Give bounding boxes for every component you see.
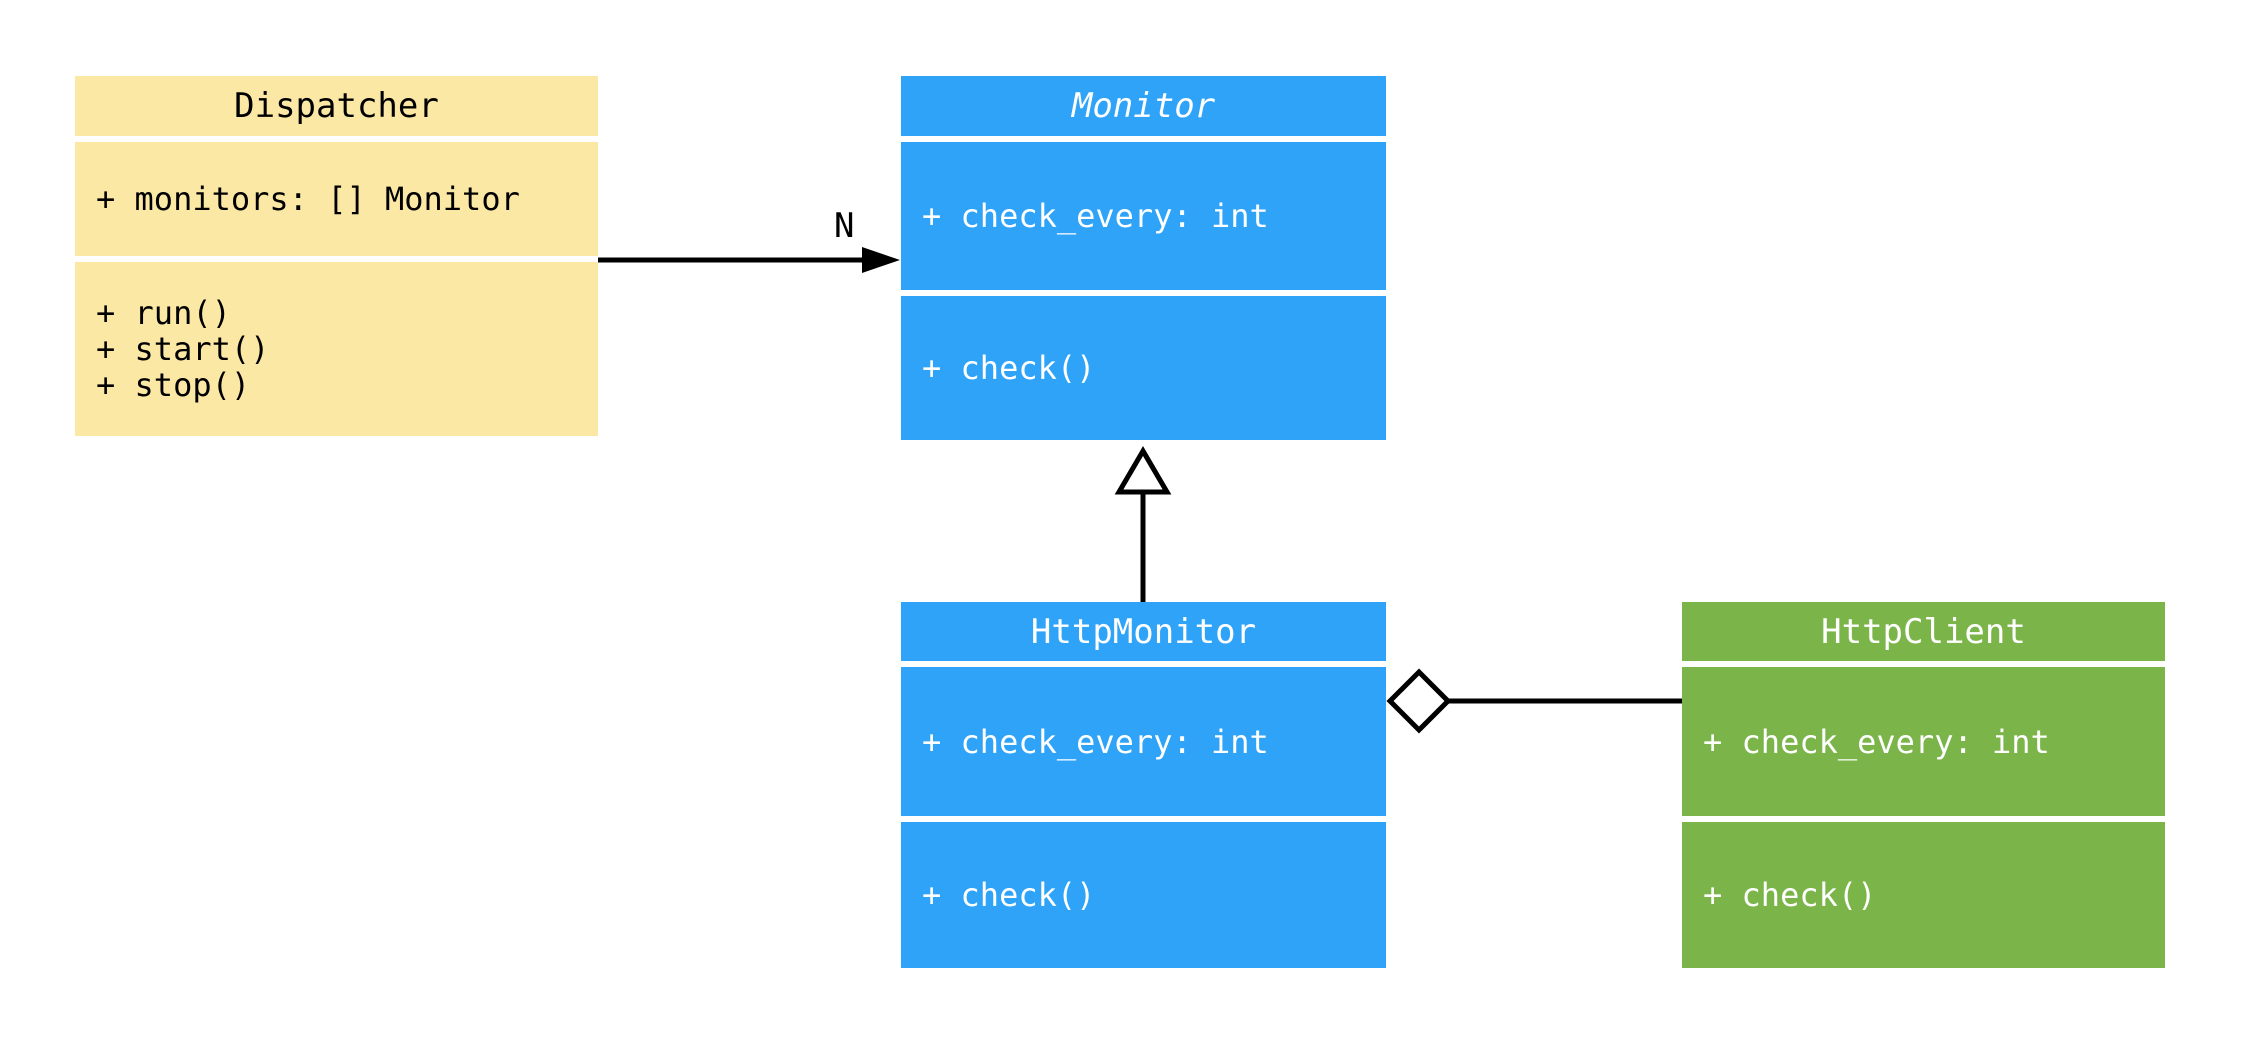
member-line: + run() bbox=[96, 294, 231, 332]
member-line: + check() bbox=[922, 349, 1096, 387]
member-line: + check_every: int bbox=[922, 722, 1269, 761]
member-line: + check() bbox=[1703, 876, 1877, 914]
class-attributes-monitor: + check_every: int bbox=[901, 142, 1386, 290]
class-box-httpmonitor: HttpMonitor + check_every: int + check() bbox=[901, 602, 1386, 968]
association-multiplicity-label: N bbox=[834, 206, 855, 246]
member-line: + monitors: [] Monitor bbox=[96, 180, 520, 218]
filled-arrowhead-icon bbox=[862, 247, 900, 273]
member-line: + stop() bbox=[96, 366, 251, 404]
class-title-httpmonitor: HttpMonitor bbox=[901, 602, 1386, 661]
member-line: + check() bbox=[922, 876, 1096, 914]
member-line: + start() bbox=[96, 330, 270, 368]
class-attributes-httpclient: + check_every: int bbox=[1682, 667, 2165, 816]
member-line: + check_every: int bbox=[922, 197, 1269, 235]
hollow-triangle-arrowhead-icon bbox=[1114, 446, 1172, 495]
class-methods-httpmonitor: + check() bbox=[901, 822, 1386, 968]
class-methods-monitor: + check() bbox=[901, 296, 1386, 440]
class-attributes-httpmonitor: + check_every: int bbox=[901, 667, 1386, 816]
aggregation-httpmonitor-httpclient bbox=[1386, 668, 1682, 734]
class-title-dispatcher: Dispatcher bbox=[75, 76, 598, 136]
class-box-monitor: Monitor + check_every: int + check() bbox=[901, 76, 1386, 440]
class-box-dispatcher: Dispatcher + monitors: [] Monitor + run(… bbox=[75, 76, 598, 436]
hollow-diamond-icon bbox=[1386, 668, 1452, 734]
association-dispatcher-monitor bbox=[598, 247, 900, 273]
class-methods-dispatcher: + run()+ start()+ stop() bbox=[75, 262, 598, 436]
class-methods-httpclient: + check() bbox=[1682, 822, 2165, 968]
generalization-httpmonitor-monitor bbox=[1114, 446, 1172, 602]
class-title-httpclient: HttpClient bbox=[1682, 602, 2165, 661]
class-attributes-dispatcher: + monitors: [] Monitor bbox=[75, 142, 598, 256]
class-box-httpclient: HttpClient + check_every: int + check() bbox=[1682, 602, 2165, 968]
class-title-monitor: Monitor bbox=[901, 76, 1386, 136]
member-line: + check_every: int bbox=[1703, 722, 2050, 761]
